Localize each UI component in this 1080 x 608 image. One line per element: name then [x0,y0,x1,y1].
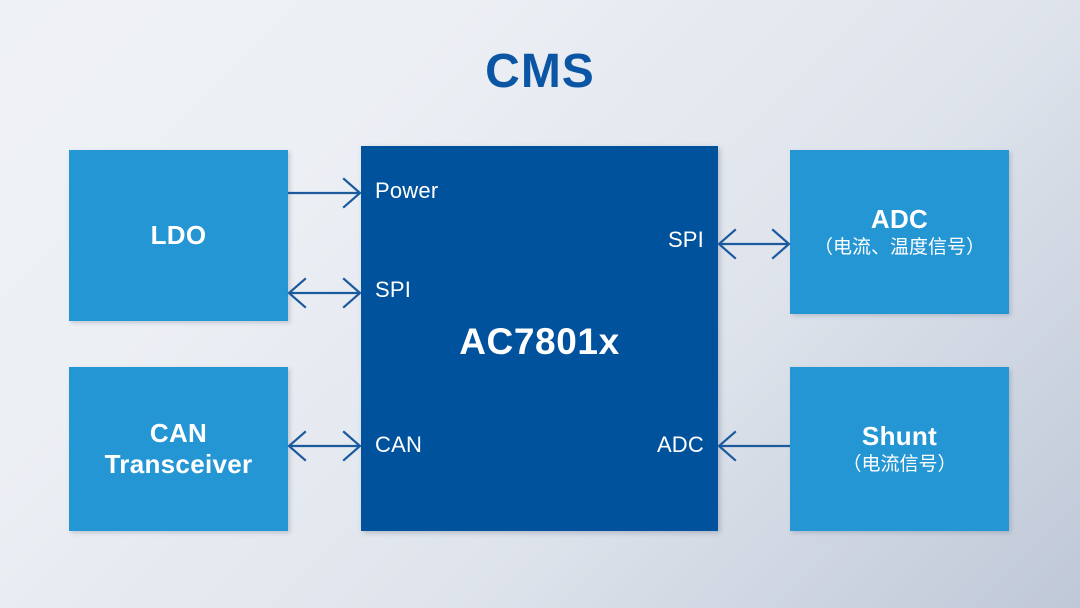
block-shunt-sublabel: （电流信号） [842,454,957,476]
block-shunt-label: Shunt [861,420,938,451]
block-can-transceiver-label: CAN Transceiver [105,418,253,479]
mcu-pin-can-left: CAN [375,432,423,457]
connector-ldo-to-spi-arrow-icon [287,277,362,309]
connector-spi-to-adc-arrow-icon [717,228,791,260]
block-ldo: LDO [69,150,288,321]
mcu-pin-adc-right: ADC [656,432,704,457]
connector-shunt-to-adc-arrow-icon [717,430,790,462]
block-adc-label: ADC [870,203,929,234]
block-can-transceiver-label-line2: Transceiver [104,449,253,479]
mcu-part-number: AC7801x [459,321,620,362]
block-mcu-ac7801x: Power SPI CAN SPI ADC AC7801x [361,146,718,531]
block-shunt: Shunt （电流信号） [790,367,1009,531]
connector-ldo-to-power-arrow-icon [288,177,362,209]
block-adc-sublabel: （电流、温度信号） [813,237,985,259]
block-ldo-label: LDO [150,220,207,251]
block-adc: ADC （电流、温度信号） [790,150,1009,314]
mcu-pin-spi-left: SPI [375,277,412,302]
page-title: CMS [485,45,595,98]
mcu-pin-spi-right: SPI [667,227,704,252]
connector-can-transceiver-to-can-arrow-icon [287,430,362,462]
block-can-transceiver-label-line1: CAN [149,418,208,449]
block-can-transceiver: CAN Transceiver [69,367,288,531]
mcu-pin-power: Power [375,178,439,203]
